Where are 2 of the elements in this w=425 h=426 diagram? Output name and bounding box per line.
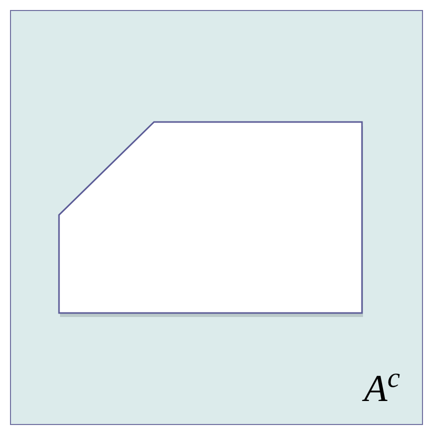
- set-complement-label: A$^{c}$: [364, 370, 400, 408]
- universe-box: [10, 10, 423, 425]
